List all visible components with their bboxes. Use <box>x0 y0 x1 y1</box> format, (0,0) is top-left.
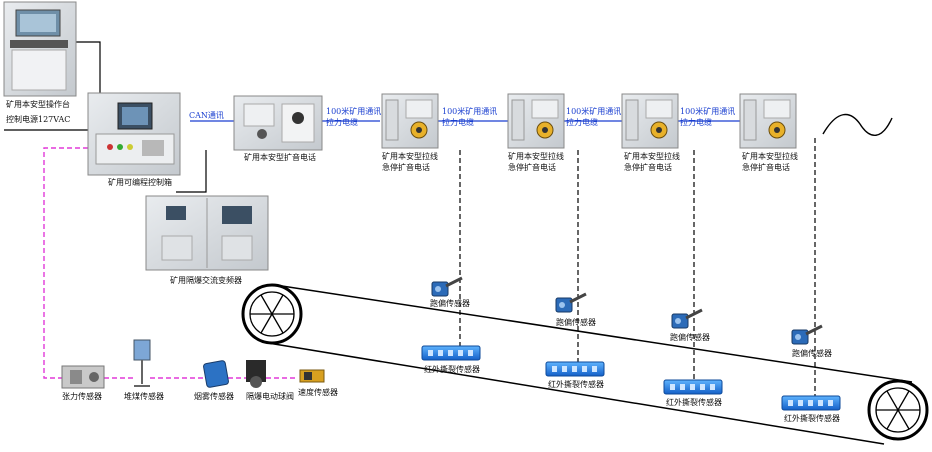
amplified-phone-image <box>233 95 323 151</box>
deviation-sensors <box>431 276 823 345</box>
console-label: 矿用本安型操作台 <box>6 100 70 109</box>
cable-label-4b: 拉力电缆 <box>680 118 712 127</box>
coal-sensor-label: 堆煤传感器 <box>124 392 164 401</box>
tension-sensor-label: 张力传感器 <box>62 392 102 401</box>
operator-console-image <box>3 1 77 97</box>
tear-sensor-3-image <box>663 379 723 395</box>
sensor-drop-lines <box>459 138 816 400</box>
speed-sensor-image <box>299 369 325 383</box>
pull-wire-phone-4-image <box>739 93 797 149</box>
power-wiring <box>4 41 207 193</box>
power-label: 控制电源127VAC <box>6 115 71 124</box>
smoke-sensor-image <box>203 360 229 388</box>
cable-label-3b: 拉力电缆 <box>566 118 598 127</box>
tear-sensor-4-image <box>781 395 841 411</box>
cable-label-1a: 100米矿用通讯 <box>326 107 382 116</box>
pull-phone-4-line2: 急停扩音电话 <box>742 163 790 172</box>
tear-sensor-3-label: 红外撕裂传感器 <box>666 398 722 407</box>
pull-wire-phones <box>381 93 797 149</box>
sensor-bus <box>43 147 298 379</box>
plc-label: 矿用可编程控制箱 <box>108 178 172 187</box>
deviation-sensor-3-image <box>671 308 703 329</box>
tear-sensor-1-image <box>421 345 481 361</box>
tear-sensors <box>421 345 841 411</box>
inverter-image <box>145 195 269 271</box>
cable-label-2a: 100米矿用通讯 <box>442 107 498 116</box>
pull-phone-2-line2: 急停扩音电话 <box>508 163 556 172</box>
tension-sensor-image <box>61 365 105 389</box>
tear-sensor-2-label: 红外撕裂传感器 <box>548 380 604 389</box>
cable-label-1b: 拉力电缆 <box>326 118 358 127</box>
pull-phone-3-line2: 急停扩音电话 <box>624 163 672 172</box>
amp-phone-label: 矿用本安型扩音电话 <box>244 153 316 162</box>
deviation-sensor-2-label: 跑偏传感器 <box>556 318 596 327</box>
can-label: CAN通讯 <box>189 111 224 120</box>
valve-label: 隔爆电动球阀 <box>246 392 294 401</box>
pull-phone-1-line2: 急停扩音电话 <box>382 163 430 172</box>
pull-phone-1-line1: 矿用本安型拉线 <box>382 152 438 161</box>
tail-pulley <box>867 379 929 441</box>
ball-valve-image <box>246 360 266 388</box>
pull-phone-4-line1: 矿用本安型拉线 <box>742 152 798 161</box>
speed-sensor-label: 速度传感器 <box>298 388 338 397</box>
smoke-sensor-label: 烟雾传感器 <box>194 392 234 401</box>
deviation-sensor-4-label: 跑偏传感器 <box>792 349 832 358</box>
cable-label-4a: 100米矿用通讯 <box>680 107 736 116</box>
head-pulley <box>241 283 303 345</box>
tear-sensor-1-label: 红外撕裂传感器 <box>424 365 480 374</box>
inverter-label: 矿用隔爆交流变频器 <box>170 276 242 285</box>
conveyor-belt <box>241 283 929 445</box>
deviation-sensor-4-image <box>791 324 823 345</box>
cable-label-3a: 100米矿用通讯 <box>566 107 622 116</box>
pull-wire-phone-1-image <box>381 93 439 149</box>
continuation-wave <box>822 113 893 136</box>
cable-label-2b: 拉力电缆 <box>442 118 474 127</box>
pull-wire-phone-2-image <box>507 93 565 149</box>
plc-control-box-image <box>87 92 181 176</box>
pull-wire-phone-3-image <box>621 93 679 149</box>
tear-sensor-2-image <box>545 361 605 377</box>
pull-phone-2-line1: 矿用本安型拉线 <box>508 152 564 161</box>
deviation-sensor-1-label: 跑偏传感器 <box>430 299 470 308</box>
tear-sensor-4-label: 红外撕裂传感器 <box>784 414 840 423</box>
pull-phone-3-line1: 矿用本安型拉线 <box>624 152 680 161</box>
deviation-sensor-1-image <box>431 276 463 297</box>
coal-pile-sensor-image <box>133 339 151 387</box>
deviation-sensor-2-image <box>555 292 587 313</box>
deviation-sensor-3-label: 跑偏传感器 <box>670 333 710 342</box>
